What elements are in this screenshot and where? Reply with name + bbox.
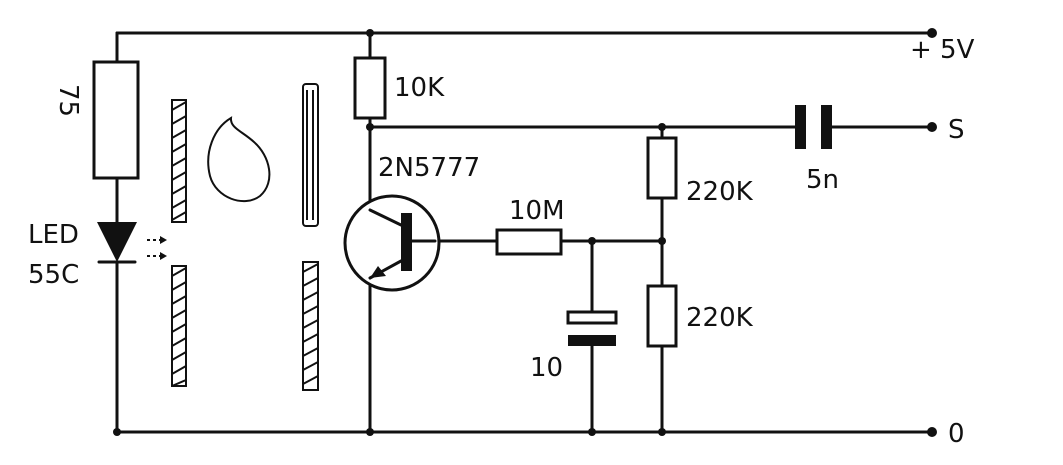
led-triangle bbox=[97, 222, 137, 262]
transistor-body bbox=[343, 194, 441, 292]
led-label: LED bbox=[28, 220, 79, 250]
output-capacitor bbox=[795, 105, 832, 149]
capacitor-plate bbox=[795, 105, 806, 149]
divider-bottom-resistor bbox=[646, 284, 678, 348]
terminals bbox=[927, 28, 937, 437]
capacitor-plate bbox=[821, 105, 832, 149]
light-baffles bbox=[171, 83, 319, 391]
signal-terminal bbox=[927, 122, 937, 132]
led-part-label: 55C bbox=[28, 260, 79, 290]
baffle-top-right bbox=[302, 83, 319, 227]
junction-dot bbox=[366, 428, 374, 436]
wires bbox=[115, 31, 934, 434]
led-diode bbox=[97, 222, 167, 264]
signal-label: S bbox=[948, 115, 965, 145]
baffle-bottom-left bbox=[171, 265, 187, 387]
divider-bottom-label: 220K bbox=[686, 303, 754, 333]
baffle-top-left bbox=[171, 99, 187, 223]
supply-label: + 5V bbox=[910, 35, 975, 65]
junction-dot bbox=[366, 29, 374, 37]
baffle-bottom-right bbox=[302, 261, 319, 391]
output-capacitor-label: 5n bbox=[806, 165, 839, 195]
supply-terminal bbox=[927, 28, 937, 38]
base-resistor bbox=[495, 228, 563, 256]
labels: + 5V S 0 75 10K 2N5777 10M 220K 220K 5n … bbox=[28, 35, 975, 449]
collector-lead bbox=[368, 208, 403, 227]
divider-top-label: 220K bbox=[686, 177, 754, 207]
transistor-base-bar bbox=[401, 213, 412, 271]
collector-resistor-label: 10K bbox=[394, 73, 445, 103]
junction-dot bbox=[658, 237, 666, 245]
divider-top-resistor bbox=[646, 136, 678, 200]
ground-terminal bbox=[927, 427, 937, 437]
drop-shape bbox=[207, 116, 271, 203]
capacitor-plate-positive bbox=[566, 310, 618, 325]
capacitor-plate-negative bbox=[568, 335, 616, 346]
junction-dot bbox=[113, 428, 121, 436]
filter-capacitor-label: 10 bbox=[530, 353, 563, 383]
filter-capacitor bbox=[566, 310, 618, 346]
junction-dot bbox=[588, 237, 596, 245]
transistor-label: 2N5777 bbox=[378, 153, 480, 183]
led-resistor-label: 75 bbox=[53, 84, 83, 117]
junction-dot bbox=[658, 428, 666, 436]
phototransistor bbox=[343, 194, 441, 292]
junction-dot bbox=[658, 123, 666, 131]
junction-dot bbox=[366, 123, 374, 131]
light-arrows bbox=[147, 236, 167, 260]
ground-label: 0 bbox=[948, 419, 965, 449]
junction-dot bbox=[588, 428, 596, 436]
junctions bbox=[113, 29, 666, 436]
collector-resistor bbox=[353, 56, 387, 120]
base-resistor-label: 10M bbox=[509, 196, 565, 226]
led-resistor bbox=[92, 60, 140, 180]
emitter-arrow bbox=[370, 266, 386, 278]
